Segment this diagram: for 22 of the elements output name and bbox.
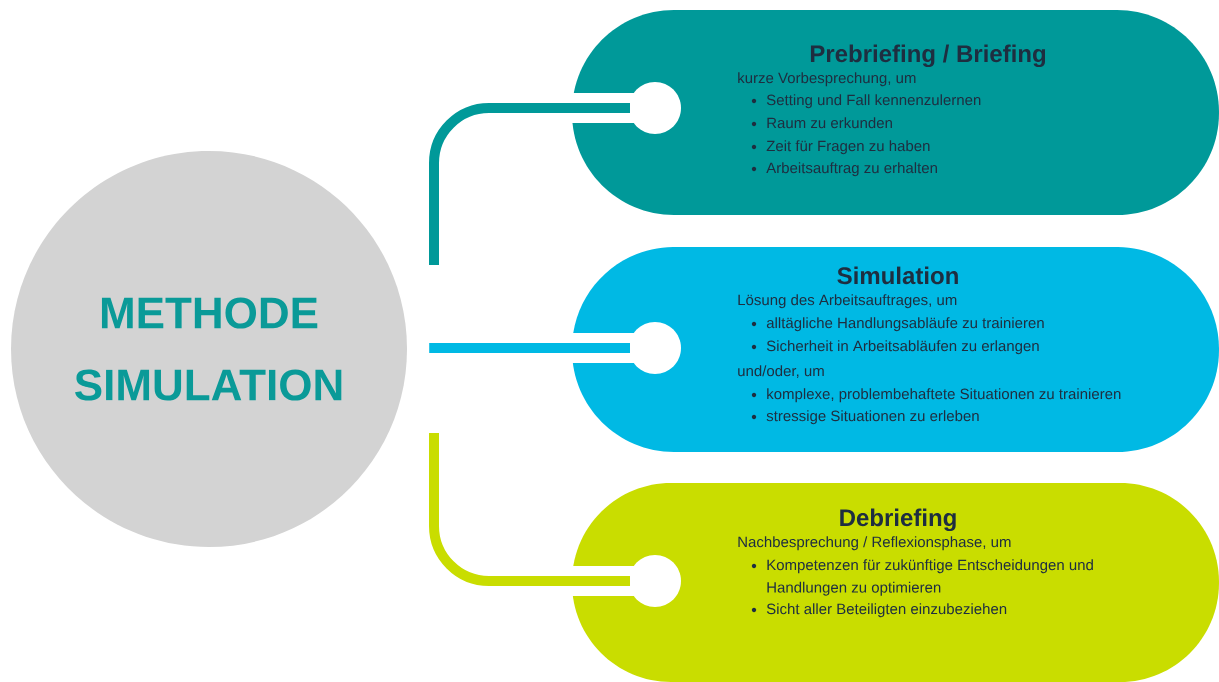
heading: Prebriefing / Briefing: [810, 44, 1046, 68]
bullet-text: alltägliche Handlungsabläufe zu trainieren: [766, 317, 1044, 332]
intro-text: und/oder, um: [738, 365, 824, 378]
pill-shape: [572, 10, 1219, 215]
bullet-text: Setting und Fall kennenzulernen: [766, 94, 981, 109]
pill-shape: [572, 247, 1219, 452]
connector-line: [429, 103, 630, 265]
connector-line: [429, 343, 630, 353]
intro-text: Nachbesprechung / Reflexionsphase, um: [738, 536, 1011, 551]
bullet-text: Zeit für Fragen zu haben: [766, 140, 930, 155]
connector-line: [429, 433, 630, 586]
bullet-text: Arbeitsauftrag zu erhalten: [766, 162, 937, 177]
bullet-text: komplexe, problembehaftete Situationen zu trainieren: [767, 388, 1121, 403]
intro-text: kurze Vorbesprechung, um: [738, 72, 916, 87]
bullet-text: stressige Situationen zu erleben: [766, 410, 979, 425]
intro-text: Lösung des Arbeitsauftrages, um: [738, 294, 957, 309]
bullet-text: Raum zu erkunden: [767, 117, 892, 129]
heading: Debriefing: [840, 508, 956, 532]
bullet-text: Sicht aller Beteiligten einzubeziehen: [766, 603, 1007, 618]
heading: Simulation: [837, 266, 958, 285]
bullet-text: Sicherheit in Arbeitsabläufen zu erlangen: [766, 340, 1039, 355]
bullet-text: Kompetenzen für zukünftige Entscheidungen und Handlungen zu optimieren: [767, 559, 1093, 596]
